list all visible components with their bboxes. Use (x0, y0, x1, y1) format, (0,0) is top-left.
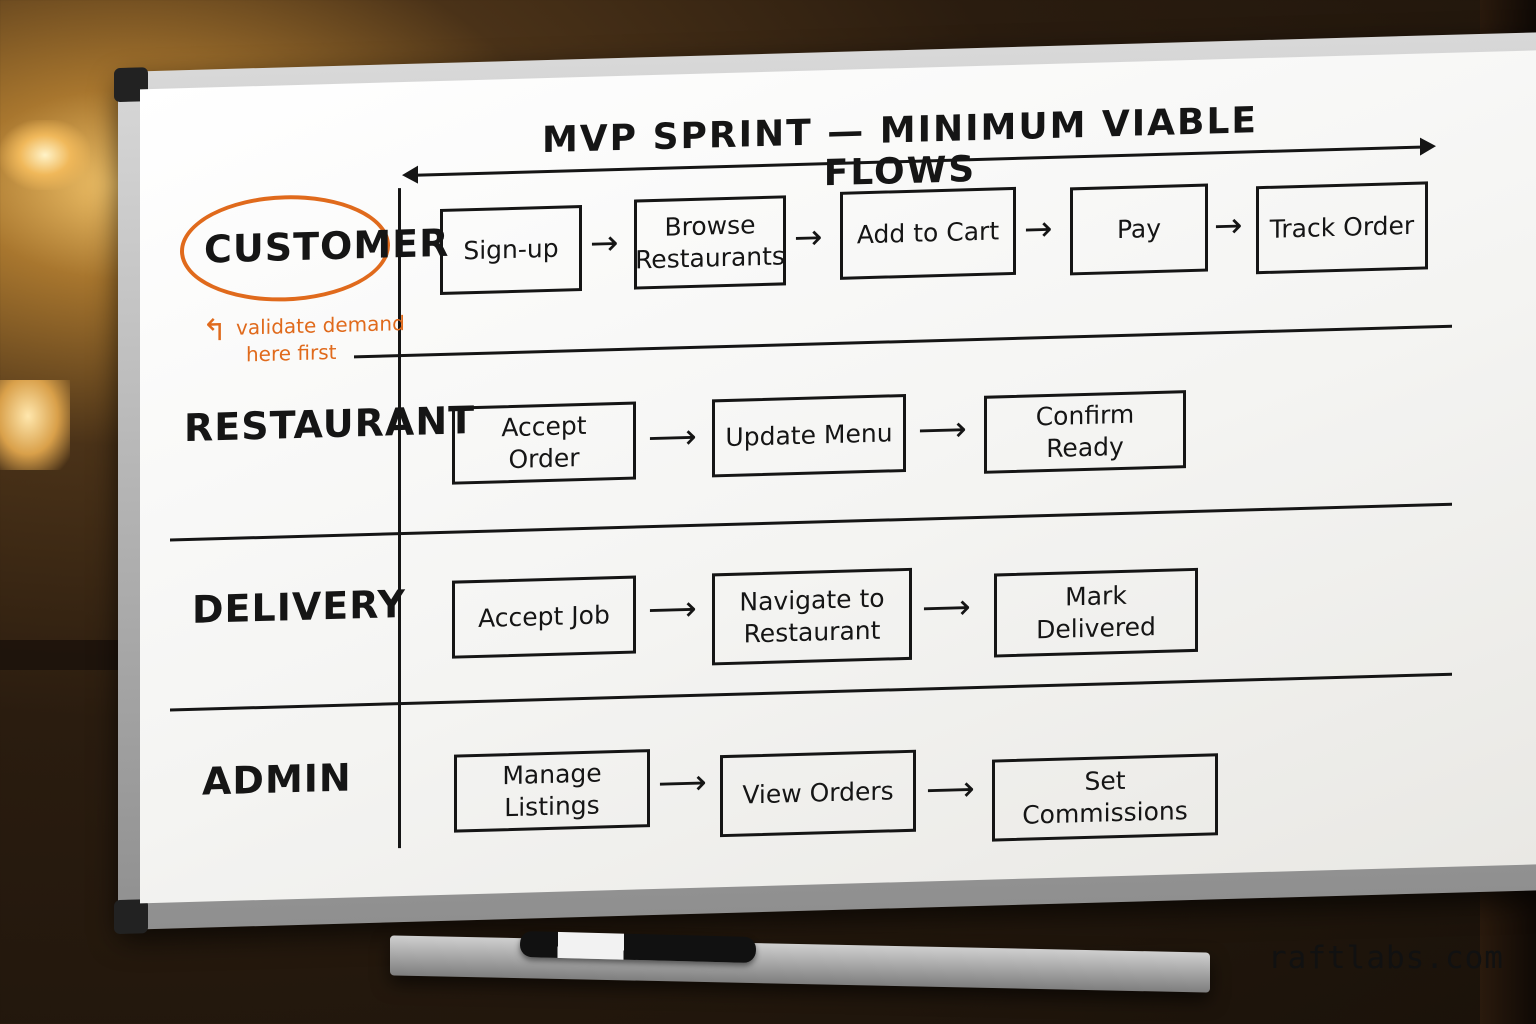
ceiling-lamp (0, 120, 90, 190)
right-arrow-icon: ⟶ (918, 409, 967, 451)
whiteboard: MVP SPRINT — MINIMUM VIABLE FLOWS CUSTOM… (114, 32, 1536, 935)
flow-step: Set Commissions (992, 753, 1218, 842)
frame-corner (114, 899, 148, 935)
flow-step: Mark Delivered (994, 567, 1198, 658)
flow-step: Browse Restaurants (634, 195, 786, 290)
flow-step: Accept Job (452, 575, 636, 659)
whiteboard-surface: MVP SPRINT — MINIMUM VIABLE FLOWS CUSTOM… (140, 50, 1536, 904)
flow-step: Accept Order (452, 401, 636, 485)
right-arrow-icon: ⟶ (926, 769, 975, 811)
right-arrow-icon: → (1024, 208, 1053, 250)
flow-step: View Orders (720, 749, 916, 838)
right-arrow-icon: ⟶ (658, 762, 707, 804)
flow-step: Manage Listings (454, 749, 650, 833)
lane-label-delivery: DELIVERY (192, 581, 406, 632)
lane-divider (354, 324, 1452, 359)
flow-step: Navigate to Restaurant (712, 567, 912, 666)
title-arrow-left-head (402, 165, 418, 185)
flow-step: Update Menu (712, 393, 906, 478)
annotation-line: validate demand (236, 310, 405, 340)
right-arrow-icon: ⟶ (648, 416, 697, 459)
lane-divider (170, 502, 1452, 542)
lane-label-admin: ADMIN (202, 755, 352, 804)
right-arrow-icon: → (794, 217, 823, 259)
right-arrow-icon: → (590, 223, 619, 264)
title-arrow-right-head (1420, 137, 1436, 156)
flow-step: Confirm Ready (984, 390, 1186, 474)
flow-step: Pay (1070, 183, 1208, 276)
right-arrow-icon: ⟶ (648, 588, 697, 631)
floor-lamp (0, 380, 70, 470)
lane-label-restaurant: RESTAURANT (184, 398, 476, 451)
lane-divider (170, 672, 1452, 712)
lane-divider-vertical (398, 188, 401, 849)
annotation-note: validate demand here first (236, 310, 405, 369)
annotation-line: here first (246, 339, 337, 367)
flow-step: Track Order (1256, 181, 1428, 275)
flow-step: Sign-up (440, 205, 582, 296)
curved-arrow-icon: ↰ (202, 312, 228, 349)
flow-step: Add to Cart (840, 186, 1016, 280)
watermark: raftlabs.com (1268, 940, 1504, 976)
right-arrow-icon: → (1214, 205, 1243, 247)
lane-label-customer: CUSTOMER (204, 220, 450, 272)
background-table (0, 640, 140, 670)
right-arrow-icon: ⟶ (922, 587, 971, 629)
